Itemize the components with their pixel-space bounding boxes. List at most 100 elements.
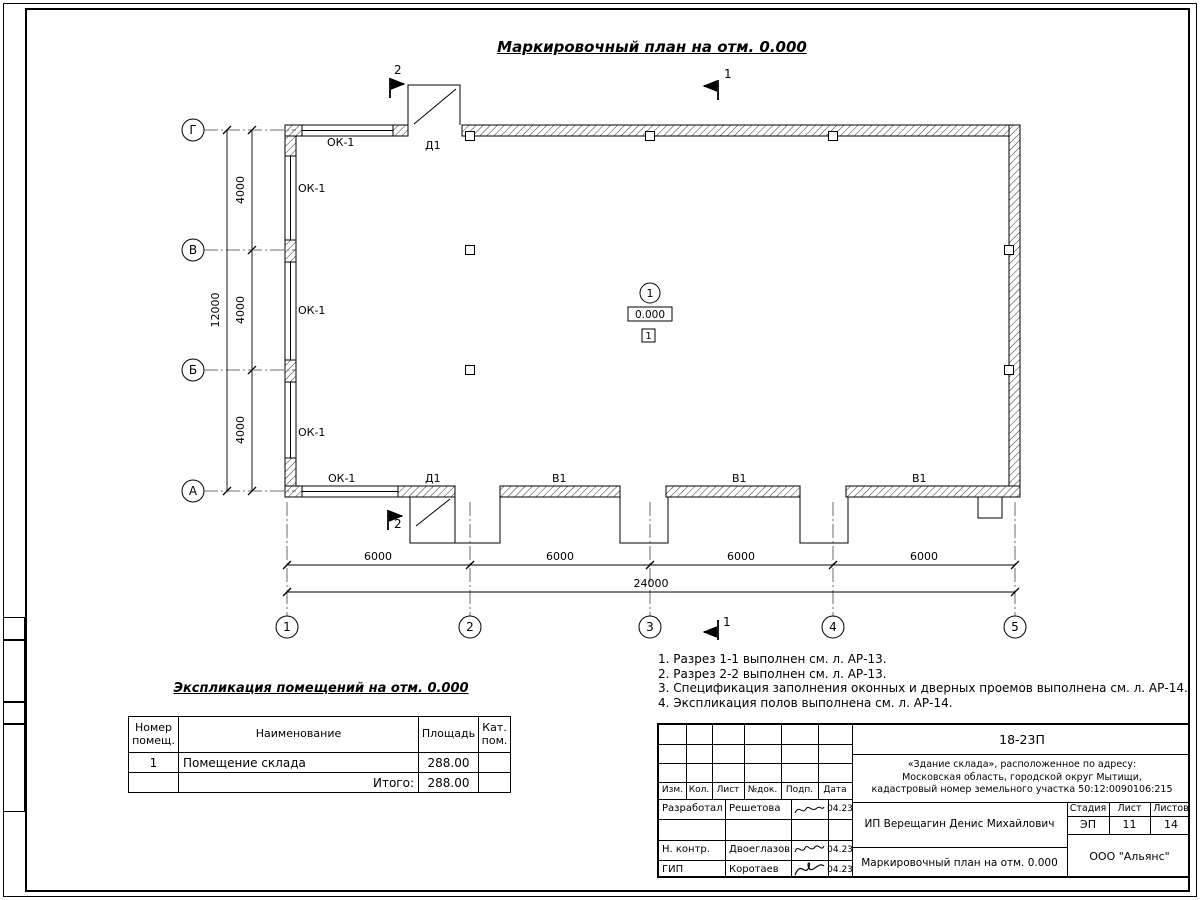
table-row-total: Итого: 288.00 xyxy=(128,772,511,793)
axis-label: Г xyxy=(189,123,196,137)
note-line: 1. Разрез 1-1 выполнен см. л. АР-13. xyxy=(658,652,887,666)
side-stamp-box xyxy=(3,617,25,640)
section-marks xyxy=(387,78,719,640)
name-razrabotal: Решетова xyxy=(729,803,781,814)
axis-label: 5 xyxy=(1011,620,1019,634)
axis-label: 4 xyxy=(829,620,837,634)
table-row: 1 Помещение склада 288.00 xyxy=(128,752,511,773)
sheets-value: 14 xyxy=(1164,818,1178,832)
gate-label: В1 xyxy=(912,472,927,485)
dim-label: 4000 xyxy=(234,416,247,444)
col-header-podp: Подп. xyxy=(785,785,814,796)
dim-label: 6000 xyxy=(910,550,938,563)
col-header-list: Лист xyxy=(716,785,740,796)
sheet-title: Маркировочный план на отм. 0.000 xyxy=(861,857,1058,870)
expl-header-cat: Кат. пом. xyxy=(478,716,511,753)
dimension-lines xyxy=(222,125,1020,597)
expl-header-name: Наименование xyxy=(178,716,419,753)
company-name: ООО "Альянс" xyxy=(1089,850,1170,864)
note-line: 2. Разрез 2-2 выполнен см. л. АР-13. xyxy=(658,666,887,681)
door-swing-bottom xyxy=(415,498,451,527)
note-line: 3. Спецификация заполнения оконных и две… xyxy=(658,681,1188,695)
gate-label: В1 xyxy=(552,472,567,485)
signature-gip xyxy=(794,862,825,876)
notes-block: 1. Разрез 1-1 выполнен см. л. АР-13. 2. … xyxy=(658,652,1188,710)
dim-label: 6000 xyxy=(364,550,392,563)
date-nkontr: 04.23 xyxy=(827,844,853,855)
section-label: 1 xyxy=(723,615,731,629)
customer-name: ИП Верещагин Денис Михайлович xyxy=(864,818,1055,831)
window-label: ОК-1 xyxy=(298,426,325,439)
role-razrabotal: Разработал xyxy=(662,803,723,814)
sheets-label: Листов xyxy=(1153,803,1189,815)
expl-cell-cat xyxy=(478,752,511,773)
sheet-inner-frame xyxy=(25,8,1190,892)
window-label: ОК-1 xyxy=(327,136,354,149)
room-number: 1 xyxy=(647,287,654,300)
door-swing-top xyxy=(413,88,457,125)
side-stamp-box xyxy=(3,724,25,812)
col-header-izm: Изм. xyxy=(661,785,684,796)
dim-label-total: 24000 xyxy=(634,577,669,590)
explication-table: Номер помещ. Наименование Площадь Кат. п… xyxy=(128,716,511,793)
dim-label: 6000 xyxy=(727,550,755,563)
name-gip: Коротаев xyxy=(729,864,779,875)
doc-number: 18-23П xyxy=(999,732,1045,747)
room-elevation: 0.000 xyxy=(635,309,665,321)
axis-label: В xyxy=(189,243,197,257)
date-gip: 04.23 xyxy=(827,864,853,875)
signature-nkontr xyxy=(794,845,825,853)
note-line: 4. Экспликация полов выполнена см. л. АР… xyxy=(658,695,953,710)
title-block: 18-23П «Здание склада», расположенное по… xyxy=(657,723,1190,878)
sheet-outer-frame xyxy=(3,3,1197,897)
stage-label: Стадия xyxy=(1069,803,1107,815)
expl-header-area: Площадь xyxy=(418,716,479,753)
expl-total-value: 288.00 xyxy=(418,772,479,793)
walls xyxy=(284,124,1021,498)
expl-total-label: Итого: xyxy=(178,772,419,793)
axis-label: 3 xyxy=(646,620,654,634)
page-title: Маркировочный план на отм. 0.000 xyxy=(497,38,807,56)
axis-lines xyxy=(204,129,1016,616)
stage-value: ЭП xyxy=(1080,818,1096,832)
dim-label: 4000 xyxy=(234,296,247,324)
window-label: ОК-1 xyxy=(328,472,355,485)
explication-title: Экспликация помещений на отм. 0.000 xyxy=(173,681,469,696)
expl-cell-area: 288.00 xyxy=(418,752,479,773)
signature-razrabotal xyxy=(794,806,825,814)
section-label: 2 xyxy=(394,517,402,531)
col-header-data: Дата xyxy=(823,785,847,796)
col-header-doc: №док. xyxy=(747,785,778,796)
window-label: ОК-1 xyxy=(298,304,325,317)
floor-plan: Г В Б А 1 2 3 4 5 4000 4000 4000 12000 6… xyxy=(181,63,1027,640)
object-address: «Здание склада», расположенное по адресу… xyxy=(871,759,1173,796)
col-header-kol: Кол. xyxy=(688,785,710,796)
side-stamp-box xyxy=(3,702,25,724)
sheet-value: 11 xyxy=(1122,818,1137,832)
axis-bubbles xyxy=(181,118,1027,639)
role-nkontr: Н. контр. xyxy=(662,844,710,855)
door-label: Д1 xyxy=(425,472,441,485)
floor-type-marker: 1 xyxy=(645,331,651,342)
sheet-label: Лист xyxy=(1117,803,1142,815)
columns xyxy=(465,131,1014,375)
axis-label: А xyxy=(189,484,198,498)
name-nkontr: Двоеглазов xyxy=(729,844,791,855)
axis-label: 2 xyxy=(466,620,474,634)
dim-label-total: 12000 xyxy=(209,293,222,328)
side-stamp-box xyxy=(3,640,25,702)
axis-label: 1 xyxy=(283,620,291,634)
entrance-tambour xyxy=(407,84,461,125)
expl-cell-number: 1 xyxy=(128,752,179,773)
expl-cell-name: Помещение склада xyxy=(178,752,419,773)
plan-texts: Г В Б А 1 2 3 4 5 4000 4000 4000 12000 6… xyxy=(189,63,1019,634)
dim-label: 4000 xyxy=(234,176,247,204)
loading-ramps xyxy=(409,497,1003,544)
date-razrabotal: 04.23 xyxy=(827,803,853,814)
role-gip: ГИП xyxy=(662,864,684,875)
dim-label: 6000 xyxy=(546,550,574,563)
section-label: 1 xyxy=(724,67,732,81)
room-marker xyxy=(627,282,673,343)
gate-label: В1 xyxy=(732,472,747,485)
